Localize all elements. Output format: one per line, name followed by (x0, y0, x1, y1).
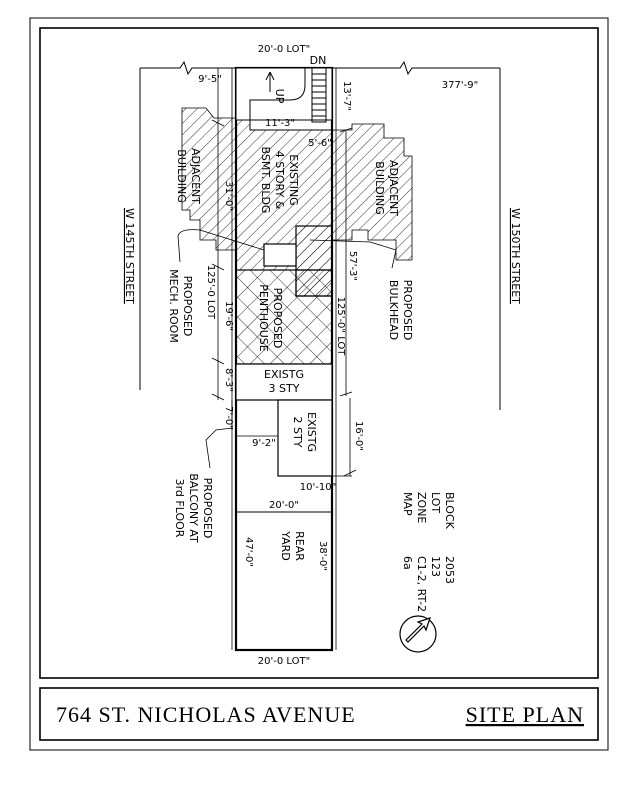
zoning-value-lot: 123 (429, 556, 442, 577)
existing-2-story-label: EXISTG 2 STY (291, 412, 318, 452)
svg-text:PROPOSED: PROPOSED (201, 478, 214, 539)
proposed-mech-room (263, 243, 297, 267)
svg-text:PROPOSED: PROPOSED (271, 288, 284, 349)
svg-text:BALCONY AT: BALCONY AT (187, 473, 200, 543)
bulkhead-overlap (295, 269, 333, 297)
dim-16-0: 16'-0" (353, 421, 364, 451)
dim-9-5: 9'-5" (198, 74, 222, 85)
zoning-table: BLOCK LOT ZONE MAP 2053 123 C1-2, RT-2 6… (401, 492, 456, 612)
lot-depth-right: 125'-0" LOT (335, 297, 346, 357)
dim-38-0: 38'-0" (317, 541, 328, 571)
rear-yard-label: REAR YARD (279, 530, 306, 561)
project-address: 764 ST. NICHOLAS AVENUE (56, 702, 356, 727)
svg-text:YARD: YARD (279, 530, 292, 561)
adjacent-building-right (331, 123, 413, 261)
street-label-right: W 150TH STREET (509, 208, 522, 304)
street-line-right (332, 60, 500, 76)
stair-curve (249, 68, 306, 120)
svg-text:MECH. ROOM: MECH. ROOM (167, 269, 180, 343)
svg-text:BUILDING: BUILDING (175, 149, 188, 202)
svg-text:3rd FLOOR: 3rd FLOOR (173, 479, 186, 538)
existing-3-story-label-2: 3 STY (269, 382, 300, 395)
north-arrow-icon (399, 615, 437, 653)
zoning-value-zone: C1-2, RT-2 (415, 556, 428, 612)
balcony-label: PROPOSED BALCONY AT 3rd FLOOR (173, 473, 214, 543)
existing-2-story (277, 399, 333, 477)
zoning-key-map: MAP (401, 492, 414, 516)
dim-7-0: 7'-0" (223, 406, 234, 430)
existing-building-label: EXISTING 4 STORY & BSMT. BLDG (259, 147, 300, 214)
mech-room-label: PROPOSED MECH. ROOM (167, 269, 194, 343)
svg-text:BUILDING: BUILDING (373, 161, 386, 214)
existing-3-story-label-1: EXISTG (264, 368, 304, 381)
street-line-left (140, 60, 236, 76)
stair-bay (235, 67, 333, 121)
bulkhead-label: PROPOSED BULKHEAD (387, 280, 414, 341)
adjacent-building-right-label: ADJACENT BUILDING (373, 160, 400, 216)
svg-text:EXISTING: EXISTING (287, 154, 300, 205)
stair-up-label: UP (273, 89, 286, 104)
stair-up-marker (265, 71, 275, 92)
zoning-value-map: 6a (401, 556, 414, 570)
sheet-border (29, 17, 609, 751)
stair-down-label: DN (310, 54, 327, 67)
svg-text:EXISTG: EXISTG (305, 412, 318, 452)
dim-19-6: 19'-6" (223, 301, 234, 331)
bulkhead-leader (309, 239, 397, 269)
svg-text:PENTHOUSE: PENTHOUSE (257, 284, 270, 351)
svg-text:PROPOSED: PROPOSED (401, 280, 414, 341)
lot-width-bottom: 20'-0 LOT" (258, 656, 310, 667)
svg-text:2 STY: 2 STY (291, 417, 304, 448)
lot-depth-left: 125'-0 LOT (205, 265, 216, 320)
dim-9-2: 9'-2" (252, 438, 276, 449)
mech-room-leader (177, 229, 265, 263)
zoning-value-block: 2053 (443, 556, 456, 584)
svg-text:BULKHEAD: BULKHEAD (387, 280, 400, 340)
dim-20-0: 20'-0" (269, 500, 299, 511)
svg-text:PROPOSED: PROPOSED (181, 276, 194, 337)
dim-13-7: 13'-7" (341, 81, 352, 111)
dim-10-10: 10'-10" (300, 482, 336, 493)
adjacent-building-left (181, 107, 237, 251)
dim-377-9: 377'-9" (442, 80, 478, 91)
dimension-lines (211, 68, 357, 650)
stair-treads (311, 67, 327, 123)
svg-text:REAR: REAR (293, 531, 306, 561)
svg-text:4 STORY &: 4 STORY & (273, 151, 286, 210)
svg-text:ADJACENT: ADJACENT (387, 160, 400, 216)
zoning-key-block: BLOCK (443, 492, 456, 530)
dim-11-3: 11'-3" (265, 118, 295, 129)
zoning-key-lot: LOT (429, 492, 442, 513)
lot-width-top: 20'-0 LOT" (258, 44, 310, 55)
svg-text:ADJACENT: ADJACENT (189, 148, 202, 204)
sheet-title: SITE PLAN (466, 702, 584, 727)
dim-8-3: 8'-3" (223, 368, 234, 392)
dim-31-0: 31'-0" (223, 181, 234, 211)
zoning-key-zone: ZONE (415, 492, 428, 523)
adjacent-building-left-label: ADJACENT BUILDING (175, 148, 202, 204)
penthouse-label: PROPOSED PENTHOUSE (257, 284, 284, 351)
svg-text:BSMT. BLDG: BSMT. BLDG (259, 147, 272, 214)
balcony-leader (205, 427, 233, 469)
street-label-left: W 145TH STREET (123, 208, 136, 304)
title-block (39, 687, 599, 741)
drawing-frame (39, 27, 599, 679)
dim-47-0: 47'-0" (243, 537, 254, 567)
dim-57-3: 57'-3" (347, 251, 358, 281)
dim-5-6: 5'-6" (308, 138, 332, 149)
